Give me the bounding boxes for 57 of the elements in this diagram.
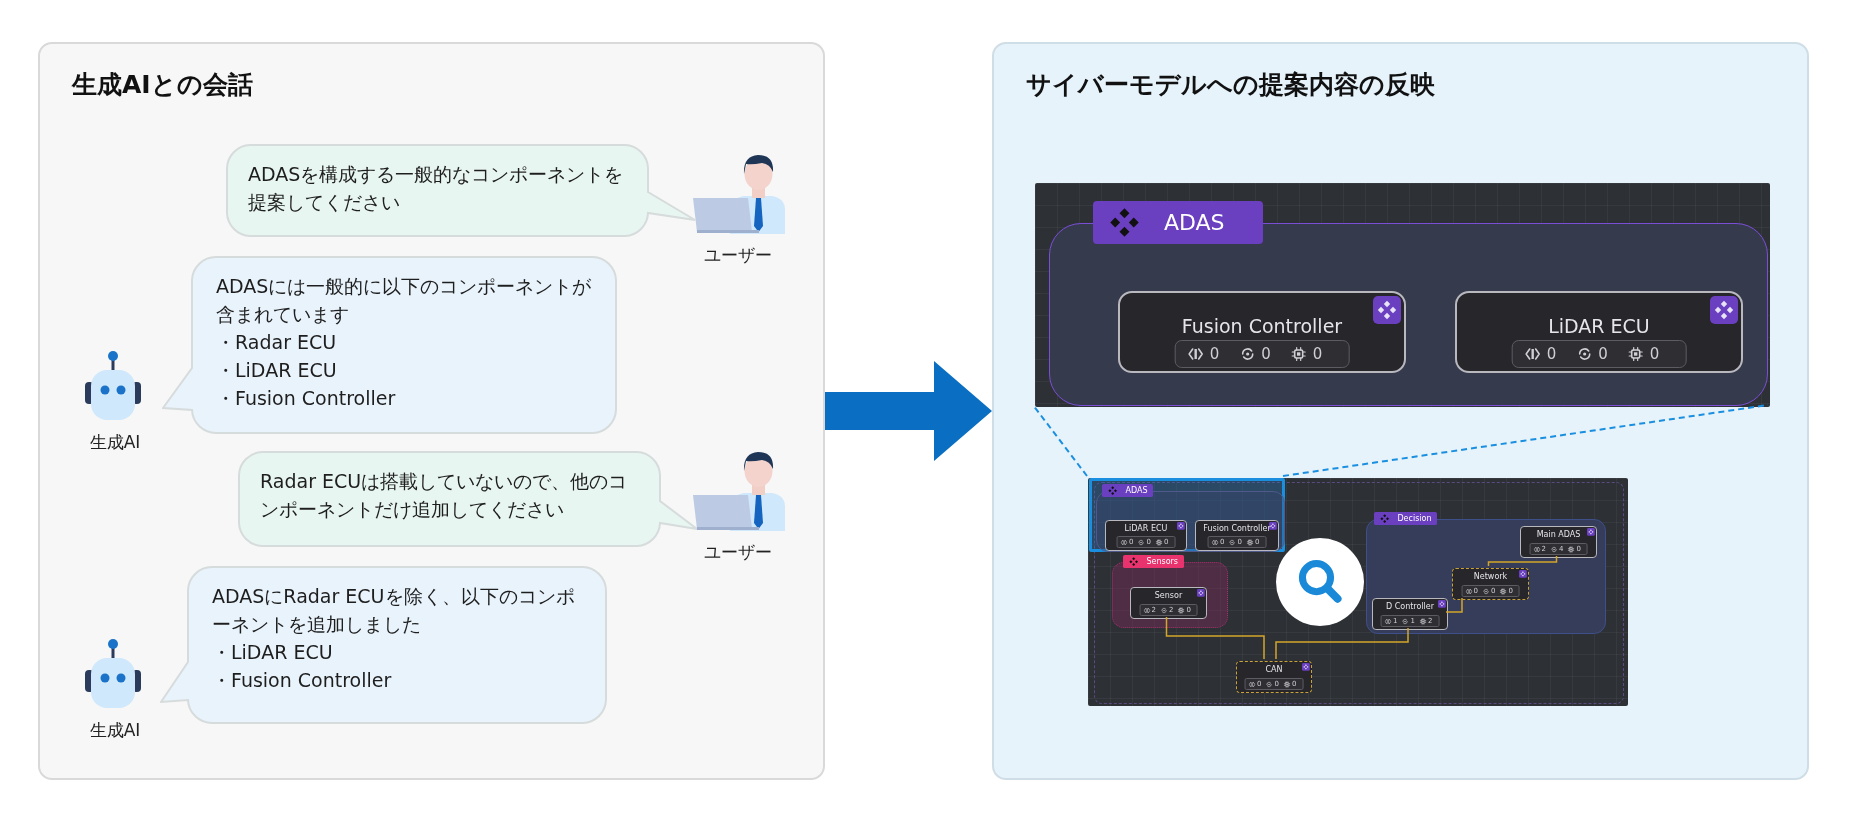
message-text: ADASにRadar ECUを除く、以下のコンポーネントを追加しました xyxy=(212,584,576,637)
avatar-caption: ユーザー xyxy=(704,245,772,265)
component-name: Sensor xyxy=(1154,591,1183,600)
group-name: ADAS xyxy=(1125,486,1148,495)
component-card xyxy=(1195,520,1279,551)
component-card xyxy=(1455,291,1743,373)
component-card xyxy=(1118,291,1406,373)
screenshot-view xyxy=(1035,183,1770,407)
connector-line xyxy=(1165,616,1265,660)
list-item: ・LiDAR ECU xyxy=(216,358,337,383)
component-name: Fusion Controller xyxy=(1181,315,1343,337)
avatar-caption: 生成AI xyxy=(89,720,141,740)
speech-bubble xyxy=(238,451,698,547)
component-name: Fusion Controller xyxy=(1203,524,1271,533)
component-name: LiDAR ECU xyxy=(1548,315,1650,337)
message-text: ADASには一般的に以下のコンポーネントが含まれています xyxy=(216,274,593,327)
avatar-caption: 生成AI xyxy=(89,432,141,452)
highlight-frame xyxy=(1089,478,1285,552)
component-card xyxy=(1130,587,1207,619)
panel-title: サイバーモデルへの提案内容の反映 xyxy=(1026,69,1435,101)
leader-line xyxy=(1032,404,1088,477)
panel-title: 生成AIとの会話 xyxy=(72,69,253,101)
component-name: LiDAR ECU xyxy=(1124,524,1168,533)
message-text: ADASを構成する一般的なコンポーネントを提案してください xyxy=(248,162,625,215)
component-name: Network xyxy=(1473,572,1508,581)
component-card xyxy=(1236,661,1312,693)
count-value: 0 xyxy=(1209,346,1220,362)
component-card xyxy=(1105,520,1187,551)
block-arrow xyxy=(825,361,992,461)
count-value: 0 xyxy=(1546,346,1557,362)
panel xyxy=(38,42,825,780)
message-text: Radar ECUは搭載していないので、他のコンポーネントだけ追加してください xyxy=(260,469,629,522)
count-value: 0 xyxy=(1649,346,1660,362)
count-value: 0 xyxy=(1312,346,1323,362)
list-item: ・Fusion Controller xyxy=(212,668,392,693)
component-name: CAN xyxy=(1265,665,1283,674)
avatar-caption: ユーザー xyxy=(704,542,772,562)
component-name: Main ADAS xyxy=(1536,530,1581,539)
list-item: ・LiDAR ECU xyxy=(212,640,333,665)
component-card xyxy=(1452,568,1529,600)
component-card xyxy=(1520,526,1597,558)
group-name: Decision xyxy=(1397,514,1432,523)
connector-line xyxy=(1275,627,1409,660)
connector-line xyxy=(1445,597,1463,613)
panel xyxy=(992,42,1809,780)
component-card xyxy=(1372,598,1448,630)
speech-bubble xyxy=(226,144,696,237)
list-item: ・Radar ECU xyxy=(216,330,337,355)
component-name: D Controller xyxy=(1385,602,1435,611)
count-value: 0 xyxy=(1261,346,1271,362)
speech-bubble xyxy=(160,566,607,724)
list-item: ・Fusion Controller xyxy=(216,386,396,411)
group-name: Sensors xyxy=(1146,557,1178,566)
speech-bubble xyxy=(162,256,617,434)
count-value: 0 xyxy=(1598,346,1608,362)
group-name: ADAS xyxy=(1163,211,1225,234)
connector-line xyxy=(1487,555,1558,567)
